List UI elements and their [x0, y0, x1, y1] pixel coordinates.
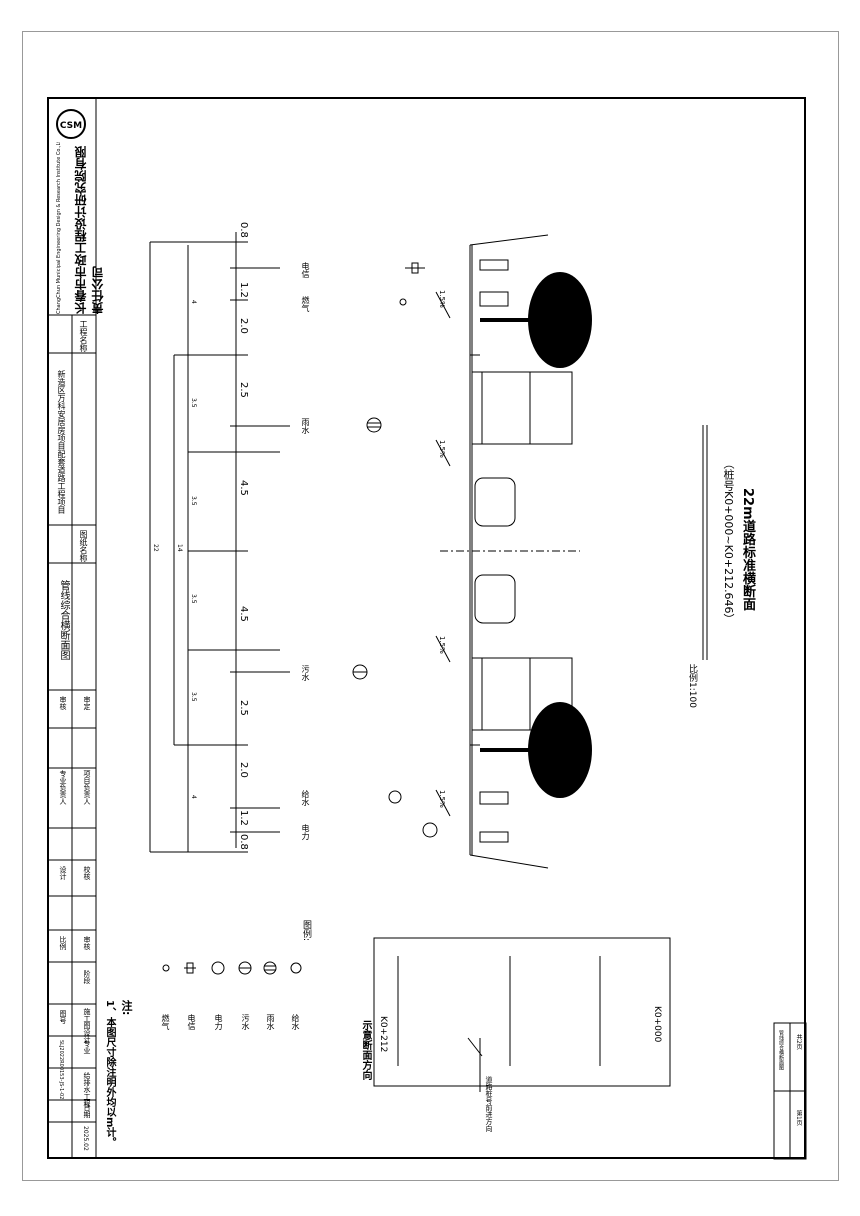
- role-project-lead: 项目负责人: [83, 770, 91, 805]
- section-scale: 比例1:100: [687, 664, 697, 708]
- water-supply-symbol: [388, 790, 402, 804]
- sheet-page: 第1页: [795, 1110, 802, 1126]
- note-text: 1、本图尺寸除注明外均以m计。: [104, 1000, 115, 1148]
- role-check: 校核: [83, 866, 91, 880]
- role-discipline-lead: 专业负责人: [59, 770, 67, 805]
- dim-lane: 3.5: [190, 594, 197, 604]
- index-map-title: 示意断面方向: [360, 1020, 371, 1080]
- dim-sidewalk: 4: [190, 795, 197, 799]
- company-logo: [56, 109, 86, 139]
- utility-label-gas: 燃气: [301, 296, 310, 312]
- drawing-name-label: 图纸名称: [79, 530, 88, 562]
- dim-carriageway: 14: [176, 544, 183, 552]
- drawing-frame: [47, 97, 806, 1159]
- dim-sidewalk: 4: [190, 300, 197, 304]
- pedestrian-icon: [479, 259, 509, 271]
- dim-segment: 0.8: [238, 834, 249, 850]
- telecom-symbol: [411, 262, 419, 274]
- legend-item-water: 给水: [291, 1014, 300, 1030]
- section-stake-range: （桩号K0+000~K0+212.646）: [722, 458, 735, 625]
- legend-item-sewage: 污水: [241, 1014, 250, 1030]
- legend-item-gas: 燃气: [161, 1014, 170, 1030]
- role-approve: 审定: [83, 696, 91, 710]
- legend-title: 图例:: [301, 920, 311, 942]
- slope-label: 1.5%: [438, 290, 446, 308]
- role-design: 设计: [59, 866, 67, 880]
- dim-segment: 2.5: [238, 382, 249, 398]
- dim-total: 22: [152, 544, 159, 552]
- dim-segment: 2.0: [238, 762, 249, 778]
- drawing-no-label: 图号: [59, 1010, 67, 1024]
- utility-label-power: 电力: [301, 824, 310, 840]
- sheet-name: 管线综合横断面图: [778, 1030, 784, 1070]
- power-symbol: [422, 822, 438, 838]
- stage-label: 阶段: [83, 970, 91, 984]
- utility-label-water: 给水: [301, 790, 310, 806]
- utility-label-telecom: 电信: [301, 262, 310, 278]
- legend-item-telecom: 电信: [187, 1014, 196, 1030]
- index-map-direction: 道路桩号前进方向: [485, 1076, 493, 1132]
- bus-icon-right: [471, 657, 573, 731]
- dim-lane: 3.5: [190, 496, 197, 506]
- note-title: 注:: [120, 1000, 133, 1016]
- index-map-stake-end: K0+212: [378, 1016, 388, 1053]
- pedestrian-icon: [479, 791, 509, 805]
- dim-segment: 4.5: [238, 606, 249, 622]
- project-name-label: 工程名称: [79, 320, 88, 352]
- dim-segment: 2.0: [238, 318, 249, 334]
- utility-label-stormwater: 雨水: [301, 418, 310, 434]
- drawing-no: SLJ2022R00153-JS-1-02: [58, 1040, 64, 1100]
- sheet-outer-border: [22, 31, 839, 1181]
- bus-icon-left: [471, 371, 573, 445]
- utility-label-sewage: 污水: [301, 665, 310, 681]
- legend-item-power: 电力: [214, 1014, 223, 1030]
- dim-segment: 4.5: [238, 480, 249, 496]
- dim-lane: 3.5: [190, 692, 197, 702]
- project-name: 新造区万科安居房项目配套道路工程项目: [57, 370, 66, 514]
- discipline-value: 给排水工程: [83, 1072, 91, 1107]
- dim-segment: 1.2: [238, 810, 249, 826]
- index-map-stake-start: K0+000: [652, 1006, 662, 1043]
- stage-value: 施工图设计: [83, 1008, 91, 1043]
- index-map-box: [373, 937, 671, 1087]
- role-review: 审核: [59, 696, 67, 710]
- gas-symbol: [399, 298, 407, 306]
- pedestrian-icon: [479, 291, 509, 307]
- date-value: 2025.02: [82, 1126, 89, 1151]
- svg-text:CSM: CSM: [60, 121, 82, 131]
- section-title: 22m道路标准横断面: [740, 488, 755, 611]
- dim-segment: 0.8: [238, 222, 249, 238]
- drawing-name: 管线综合横断面图: [58, 580, 69, 660]
- role-audit: 审核: [83, 936, 91, 950]
- dim-segment: 1.2: [238, 282, 249, 298]
- role-scale: 比例: [59, 936, 67, 950]
- slope-label: 1.5%: [438, 790, 446, 808]
- dim-lane: 3.5: [190, 398, 197, 408]
- car-icon-right: [474, 574, 516, 624]
- tree-icon-right: [528, 702, 592, 798]
- tree-icon-left: [528, 272, 592, 368]
- sheet-total: 共2页: [795, 1034, 802, 1050]
- pedestrian-icon: [479, 831, 509, 843]
- stormwater-symbol: [366, 417, 382, 433]
- date-label: 日期: [83, 1104, 91, 1118]
- dim-segment: 2.5: [238, 700, 249, 716]
- slope-label: 1.5%: [438, 636, 446, 654]
- slope-label: 1.5%: [438, 440, 446, 458]
- car-icon-left: [474, 477, 516, 527]
- legend-item-stormwater: 雨水: [266, 1014, 275, 1030]
- discipline-label: 专业: [83, 1040, 91, 1054]
